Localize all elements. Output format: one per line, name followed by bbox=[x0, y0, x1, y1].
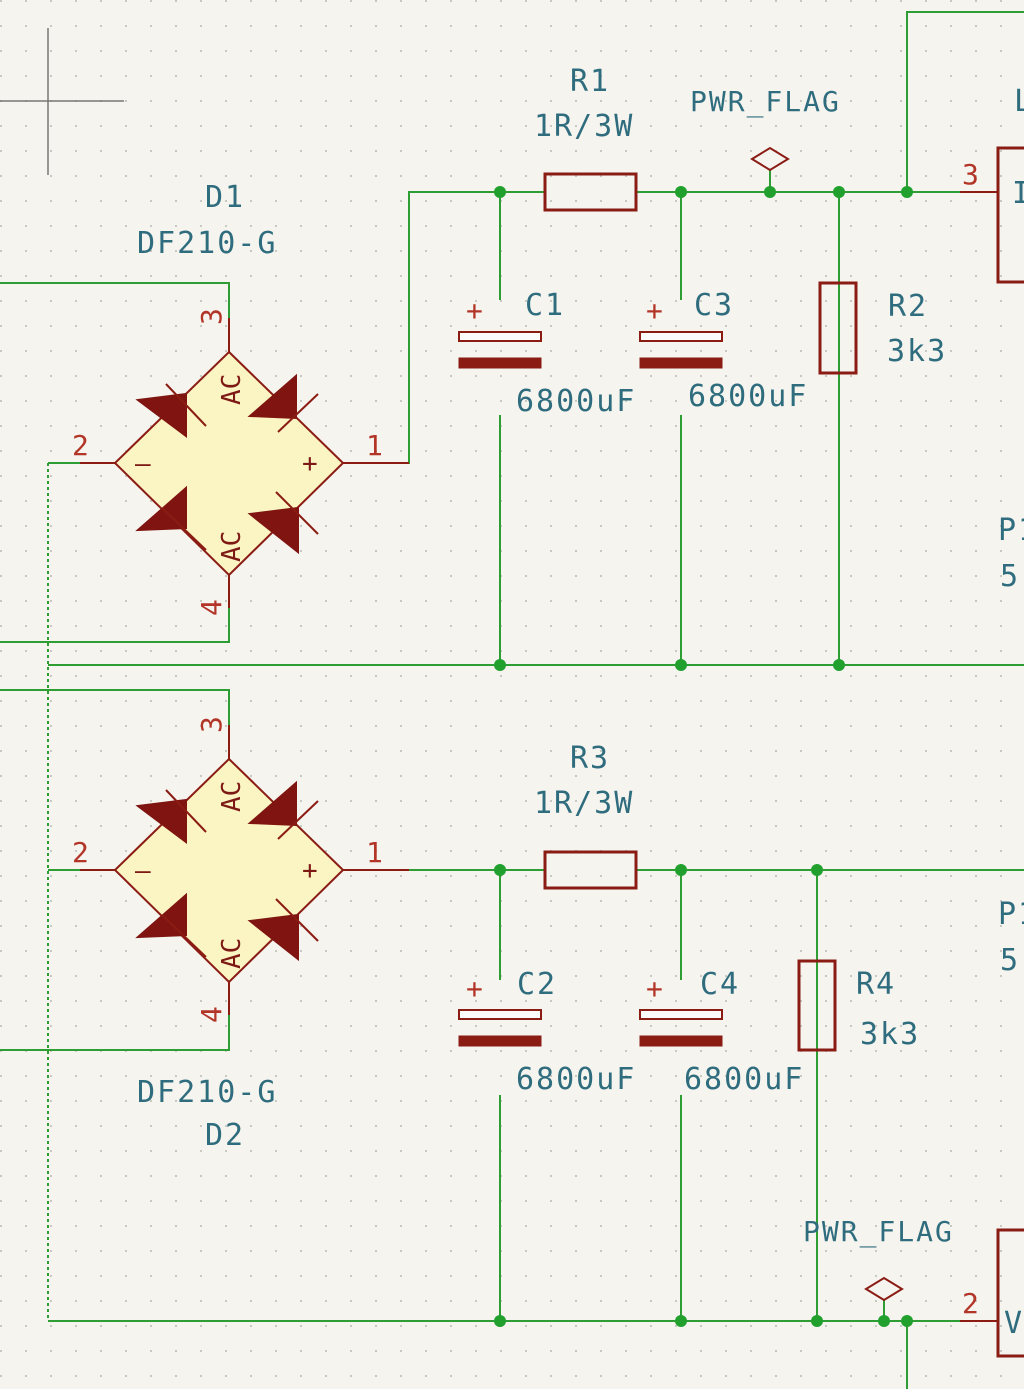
crosshair-cursor-icon bbox=[0, 28, 124, 175]
d1-ref: D1 bbox=[205, 180, 245, 215]
d2-pin-2: 2 bbox=[72, 836, 89, 869]
c3-value: 6800uF bbox=[688, 379, 808, 414]
pwr-flag-top-icon bbox=[750, 146, 790, 172]
d1-pin-4: 4 bbox=[195, 599, 228, 616]
resistor-r1[interactable]: R1 1R/3W bbox=[534, 64, 638, 212]
capacitor-c1[interactable]: + C1 6800uF bbox=[458, 288, 636, 419]
c2-ref: C2 bbox=[517, 967, 557, 1002]
connector-labels-partial: P1 5 P1 5 bbox=[998, 513, 1024, 978]
pwr-flag-top-label: PWR_FLAG bbox=[690, 85, 841, 119]
reg-bottom-box-char: V bbox=[1004, 1306, 1024, 1341]
c3-ref: C3 bbox=[694, 288, 734, 323]
capacitor-c4[interactable]: + C4 6800uF bbox=[639, 967, 804, 1097]
d1-neg-label: – bbox=[135, 449, 151, 479]
c2-plus: + bbox=[466, 972, 483, 1005]
p1-top-ref: P1 bbox=[998, 513, 1024, 548]
d2-ac-bottom-label: AC bbox=[217, 938, 247, 969]
d2-neg-label: – bbox=[135, 856, 151, 886]
d1-pin-1: 1 bbox=[366, 429, 383, 462]
reg-top-ref-partial: L bbox=[1014, 84, 1024, 119]
r2-ref: R2 bbox=[888, 289, 928, 324]
c4-value: 6800uF bbox=[684, 1062, 804, 1097]
junctions bbox=[494, 186, 913, 1327]
d1-pos-label: + bbox=[302, 449, 318, 479]
resistor-r2[interactable]: R2 3k3 bbox=[818, 281, 947, 375]
reg-top-box-char: I bbox=[1012, 176, 1024, 211]
d1-pin-3: 3 bbox=[195, 308, 228, 325]
p1-bottom-ref: P1 bbox=[998, 897, 1024, 932]
d2-pin-3: 3 bbox=[195, 716, 228, 733]
pwr-flag-top[interactable]: PWR_FLAG bbox=[690, 85, 841, 172]
regulator-top-partial[interactable]: 3 L I bbox=[960, 84, 1024, 284]
bridge-rectifier-d1[interactable]: AC AC – + 3 4 2 1 D1 DF210-G bbox=[72, 180, 409, 616]
wires bbox=[0, 11, 1024, 1389]
r4-ref: R4 bbox=[856, 967, 896, 1002]
pwr-flag-bottom-label: PWR_FLAG bbox=[803, 1215, 954, 1249]
reg-top-pin-3: 3 bbox=[962, 158, 979, 191]
reg-bottom-pin-2: 2 bbox=[962, 1287, 979, 1320]
d1-ac-bottom-label: AC bbox=[217, 531, 247, 562]
r4-value: 3k3 bbox=[860, 1017, 920, 1052]
c1-plus: + bbox=[466, 294, 483, 327]
c4-ref: C4 bbox=[700, 967, 740, 1002]
r1-ref: R1 bbox=[570, 64, 610, 99]
d2-pin-1: 1 bbox=[366, 836, 383, 869]
regulator-bottom-partial[interactable]: 2 V bbox=[960, 1228, 1024, 1358]
p1-bottom-value: 5 bbox=[1000, 943, 1020, 978]
c4-plus: + bbox=[646, 972, 663, 1005]
d2-ref: D2 bbox=[205, 1118, 245, 1153]
d2-pin-4: 4 bbox=[195, 1006, 228, 1023]
d2-value: DF210-G bbox=[137, 1075, 277, 1110]
capacitor-c2[interactable]: + C2 6800uF bbox=[458, 967, 636, 1097]
resistor-r3[interactable]: R3 1R/3W bbox=[534, 741, 638, 890]
p1-top-value: 5 bbox=[1000, 559, 1020, 594]
c3-plus: + bbox=[646, 294, 663, 327]
pwr-flag-bottom[interactable]: PWR_FLAG bbox=[803, 1215, 954, 1302]
c1-ref: C1 bbox=[525, 288, 565, 323]
capacitor-c3[interactable]: + C3 6800uF bbox=[639, 288, 808, 414]
d1-ac-top-label: AC bbox=[217, 374, 247, 405]
d1-value: DF210-G bbox=[137, 226, 277, 261]
c2-value: 6800uF bbox=[516, 1062, 636, 1097]
c1-value: 6800uF bbox=[516, 384, 636, 419]
resistor-r4[interactable]: R4 3k3 bbox=[797, 959, 920, 1052]
d2-pos-label: + bbox=[302, 856, 318, 886]
r3-ref: R3 bbox=[570, 741, 610, 776]
d2-ac-top-label: AC bbox=[217, 781, 247, 812]
r3-value: 1R/3W bbox=[534, 786, 634, 821]
r1-value: 1R/3W bbox=[534, 109, 634, 144]
r2-value: 3k3 bbox=[887, 334, 947, 369]
pwr-flag-bottom-icon bbox=[864, 1276, 904, 1302]
d1-pin-2: 2 bbox=[72, 429, 89, 462]
bridge-rectifier-d2[interactable]: AC AC – + 3 4 2 1 DF210-G D2 bbox=[72, 716, 409, 1153]
